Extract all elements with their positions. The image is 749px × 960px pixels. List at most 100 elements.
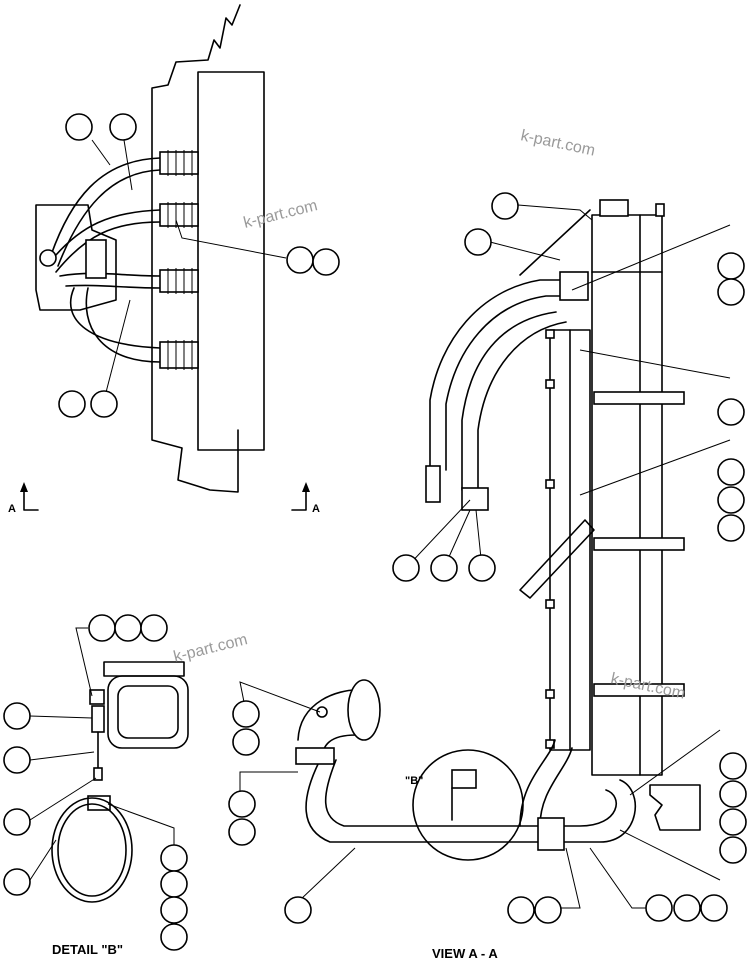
leader-d bbox=[103, 299, 131, 401]
pump-flange bbox=[347, 679, 381, 741]
callout-bubble bbox=[232, 700, 260, 728]
top-view: A A bbox=[8, 4, 340, 515]
hose-3b bbox=[65, 284, 161, 289]
callout-bubble bbox=[717, 458, 745, 486]
hose-2 bbox=[49, 209, 161, 263]
detail-fitting-body bbox=[91, 705, 105, 733]
callout-bubble bbox=[717, 486, 745, 514]
lower-right-cover bbox=[649, 784, 701, 831]
callout-bubble bbox=[58, 390, 86, 418]
leader-h bbox=[579, 349, 731, 379]
hose-2b bbox=[55, 221, 161, 273]
radiator-block bbox=[197, 71, 265, 451]
callout-bubble bbox=[90, 390, 118, 418]
callout-bubble bbox=[717, 252, 745, 280]
callout-bubble bbox=[3, 868, 31, 896]
callout-bubble bbox=[160, 870, 188, 898]
leader-u bbox=[29, 715, 93, 719]
detail-b: DETAIL "B" bbox=[3, 614, 189, 957]
hose-4 bbox=[69, 287, 161, 349]
callout-bubble bbox=[3, 746, 31, 774]
support-rod bbox=[519, 209, 591, 276]
leader-c bbox=[175, 219, 287, 259]
upper-hose bbox=[429, 279, 581, 471]
watermark: k-part.com bbox=[242, 197, 319, 232]
detail-b-circle bbox=[412, 749, 524, 861]
section-mark-left: A bbox=[8, 482, 39, 515]
callout-bubble bbox=[719, 836, 747, 864]
leader-q bbox=[589, 847, 646, 909]
callout-bubble bbox=[534, 896, 562, 924]
detail-frame-outer bbox=[107, 675, 189, 749]
bracket-3 bbox=[593, 683, 685, 697]
radiator-cap bbox=[599, 199, 629, 217]
callout-bubble bbox=[3, 808, 31, 836]
leader-s bbox=[619, 829, 721, 881]
leader-n bbox=[239, 771, 298, 792]
detail-plate bbox=[103, 661, 185, 677]
hose-4b bbox=[85, 287, 161, 363]
leader-y bbox=[107, 803, 175, 850]
leader-o bbox=[299, 847, 356, 901]
detail-b-callout-label: "B" bbox=[405, 775, 423, 787]
view-aa-title: VIEW A - A bbox=[432, 946, 498, 960]
leader-w bbox=[29, 777, 97, 821]
callout-bubble bbox=[228, 818, 256, 846]
callout-bubble bbox=[286, 246, 314, 274]
callout-bubble bbox=[3, 702, 31, 730]
callout-bubble bbox=[430, 554, 458, 582]
leader-x bbox=[29, 839, 57, 881]
callout-bubble bbox=[312, 248, 340, 276]
fitting-4 bbox=[159, 340, 199, 370]
callout-bubble bbox=[160, 923, 188, 951]
detail-frame-inner bbox=[117, 685, 179, 739]
detail-hose-clamp bbox=[51, 797, 133, 903]
hose-3 bbox=[59, 272, 161, 277]
hose-1b bbox=[57, 169, 161, 267]
callout-bubble bbox=[464, 228, 492, 256]
callout-bubble bbox=[65, 113, 93, 141]
callout-bubble bbox=[717, 398, 745, 426]
callout-bubble bbox=[140, 614, 168, 642]
watermark: k-part.com bbox=[172, 631, 249, 666]
fitting-3 bbox=[159, 268, 199, 294]
hose-end-clamp bbox=[425, 465, 441, 503]
bracket-2 bbox=[593, 537, 685, 551]
leader-r bbox=[629, 729, 721, 796]
hose-band-clamp bbox=[461, 487, 489, 511]
leader-e bbox=[517, 204, 593, 221]
fitting-2 bbox=[159, 202, 199, 228]
upper-connector bbox=[559, 271, 589, 301]
callout-bubble bbox=[717, 278, 745, 306]
callout-bubble bbox=[717, 514, 745, 542]
fitting-1 bbox=[159, 150, 199, 176]
section-mark-left-label: A bbox=[8, 503, 16, 515]
leader-v bbox=[29, 751, 95, 761]
detail-b-title: DETAIL "B" bbox=[52, 942, 123, 957]
callout-bubble bbox=[284, 896, 312, 924]
callout-bubble bbox=[160, 896, 188, 924]
leader-f bbox=[489, 241, 561, 261]
callout-bubble bbox=[228, 790, 256, 818]
callout-bubble bbox=[719, 780, 747, 808]
lower-clamp-2 bbox=[537, 817, 565, 851]
strut-arm bbox=[519, 519, 595, 599]
callout-bubble bbox=[114, 614, 142, 642]
watermark: k-part.com bbox=[609, 670, 686, 702]
hose-clamp-block bbox=[85, 239, 107, 279]
bracket-1 bbox=[593, 391, 685, 405]
callout-bubble bbox=[160, 844, 188, 872]
callout-bubble bbox=[700, 894, 728, 922]
side-tank-bolts bbox=[545, 329, 555, 749]
detail-fitting-top bbox=[89, 689, 105, 705]
riser-pipe bbox=[519, 739, 556, 827]
leader-b bbox=[123, 139, 133, 191]
leader-t bbox=[75, 627, 93, 697]
callout-bubble bbox=[88, 614, 116, 642]
pivot-bolt bbox=[39, 249, 57, 267]
callout-bubble bbox=[232, 728, 260, 756]
view-aa: "B" bbox=[228, 192, 747, 960]
callout-bubble bbox=[109, 113, 137, 141]
callout-bubble bbox=[719, 752, 747, 780]
